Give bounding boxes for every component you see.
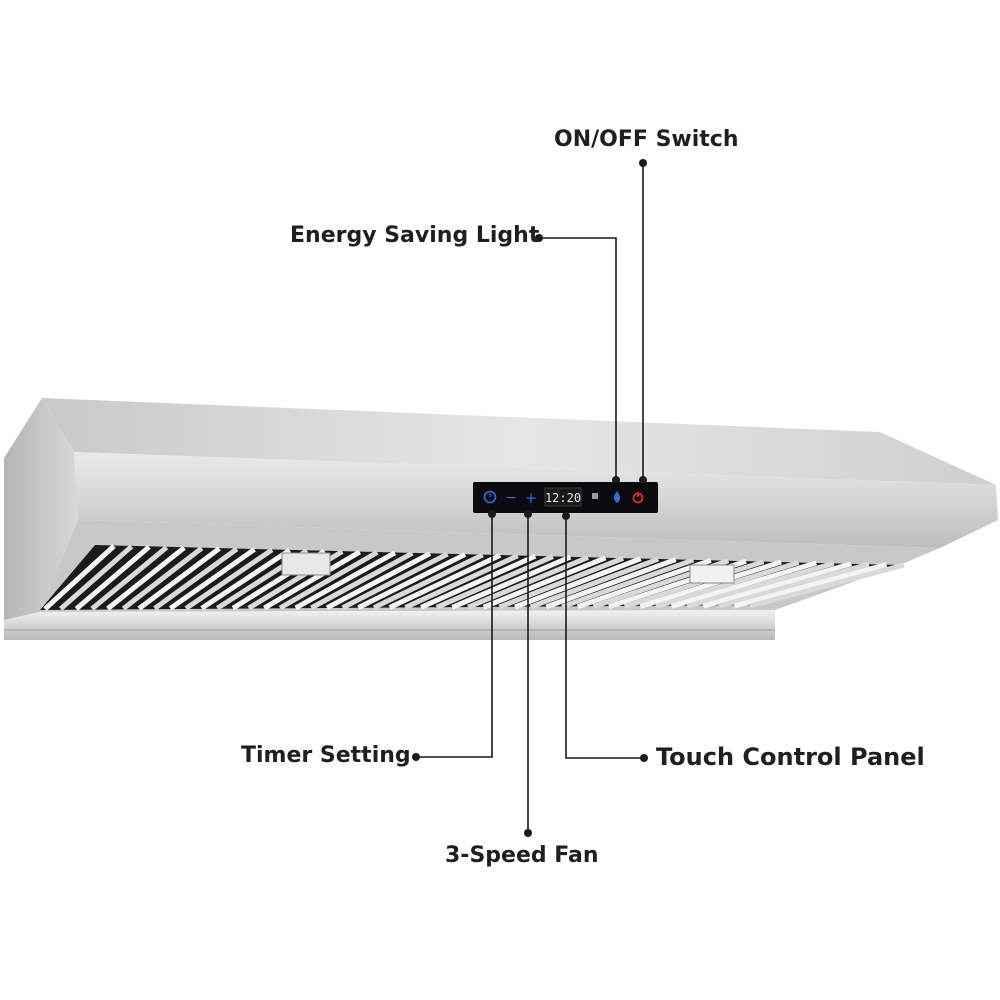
hood-light-left <box>281 552 331 576</box>
leader-lines <box>416 163 644 833</box>
baffle-slat <box>90 545 169 611</box>
baffle-slat <box>106 545 186 611</box>
callout-energy-saving-light: Energy Saving Light <box>290 223 540 248</box>
baffle-slat <box>357 552 467 610</box>
baffle-slat <box>639 559 782 609</box>
baffle-slat <box>43 544 116 611</box>
baffle-slat <box>137 546 221 611</box>
clock-display: 12:20 <box>545 491 581 505</box>
baffle-slat <box>121 546 204 611</box>
baffle-slat <box>623 559 765 609</box>
callout-timer-setting: Timer Setting <box>241 743 411 768</box>
baffle-slat <box>435 554 554 610</box>
baffle-slat <box>74 544 151 611</box>
baffle-slat <box>451 554 572 610</box>
baffle-slat <box>419 553 537 610</box>
leader-touch-panel <box>565 516 644 759</box>
baffle-slat <box>498 555 625 610</box>
baffle-slat <box>153 546 239 611</box>
callout-3-speed-fan: 3-Speed Fan <box>445 843 599 868</box>
hood-front-lip <box>4 610 775 640</box>
baffle-slat <box>278 550 379 611</box>
baffle-slat <box>310 550 414 611</box>
baffle-slat <box>372 552 484 610</box>
hood-top-surface <box>42 398 996 485</box>
baffle-slat <box>545 557 677 610</box>
baffle-slat <box>514 556 642 610</box>
callout-on-off-switch: ON/OFF Switch <box>554 127 739 152</box>
fan-plus-icon: + <box>525 489 538 507</box>
baffle-slat <box>388 553 502 610</box>
baffle-slat <box>59 544 134 611</box>
baffle-slat <box>717 561 870 609</box>
baffle-slat <box>670 560 817 609</box>
baffle-filter-slats <box>43 544 905 611</box>
leader-dots <box>412 159 648 837</box>
baffle-slat <box>263 549 362 611</box>
baffle-slat <box>200 548 291 611</box>
baffle-slat <box>655 560 800 609</box>
baffle-slat <box>404 553 519 610</box>
baffle-slat <box>561 557 695 610</box>
timer-icon <box>483 490 497 504</box>
baffle-slat <box>529 556 660 610</box>
leader-energy-light <box>540 237 617 480</box>
baffle-slat <box>686 560 835 609</box>
baffle-slat <box>733 562 888 609</box>
callout-touch-control-panel: Touch Control Panel <box>656 743 925 771</box>
baffle-slat <box>702 561 853 609</box>
baffle-slat <box>168 547 256 611</box>
leader-timer <box>416 514 493 758</box>
baffle-slat <box>749 562 905 609</box>
baffle-slat <box>482 555 607 610</box>
fan-minus-icon: − <box>505 490 517 506</box>
baffle-slat <box>325 551 432 611</box>
light-icon <box>614 491 620 503</box>
hood-light-right <box>689 564 735 584</box>
baffle-slat <box>184 547 274 611</box>
baffle-slat <box>341 551 449 610</box>
hood-left-side <box>4 398 78 620</box>
baffle-slat <box>576 557 712 610</box>
baffle-slat <box>294 550 397 611</box>
panel-sensor-icon <box>592 493 598 499</box>
